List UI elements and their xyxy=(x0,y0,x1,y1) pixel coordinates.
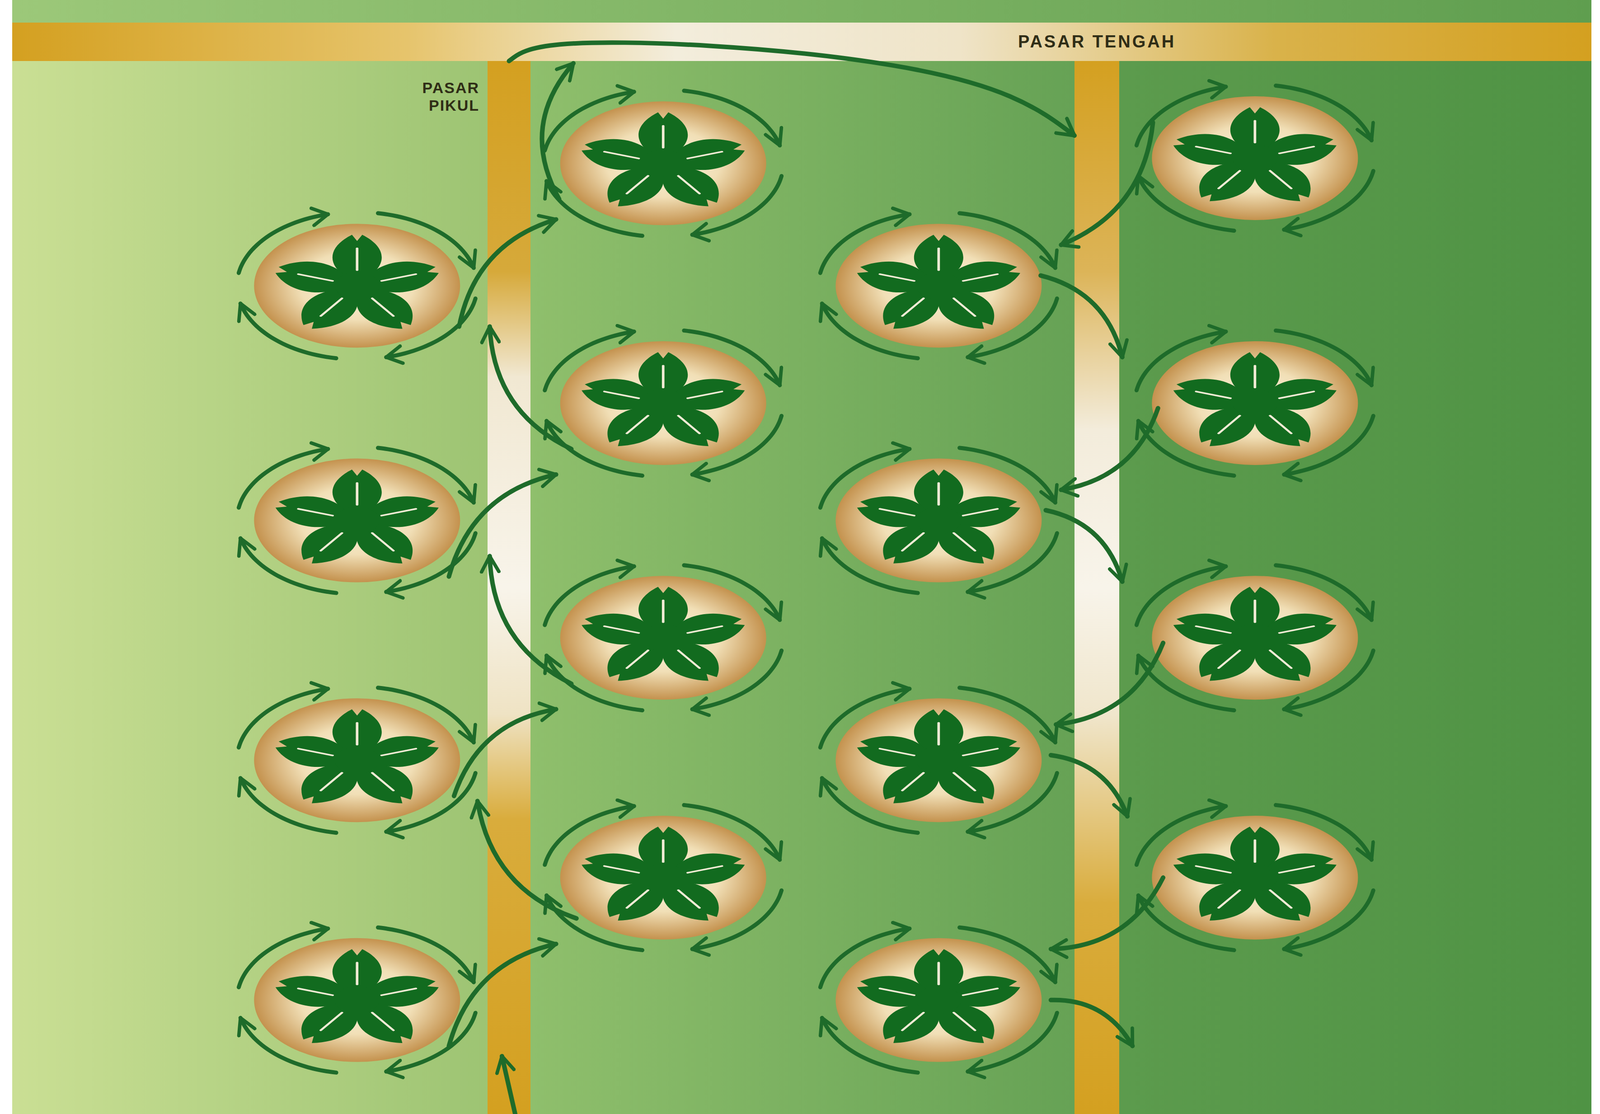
cycle-arrow xyxy=(377,687,474,743)
leaf-icon xyxy=(575,351,751,453)
leaf-icon xyxy=(269,234,445,336)
cycle-arrow xyxy=(684,330,780,385)
village-disc xyxy=(253,223,460,348)
left-ground xyxy=(12,0,488,1114)
trade-arrow xyxy=(489,556,572,684)
village-emblem xyxy=(1136,330,1374,476)
flow-connector xyxy=(509,42,1075,136)
village-disc xyxy=(253,938,460,1062)
village-disc xyxy=(1151,96,1358,221)
village-disc xyxy=(835,458,1042,583)
cycle-arrow xyxy=(1276,85,1372,141)
ground xyxy=(12,0,1592,1114)
leaf-icon xyxy=(575,826,751,928)
leaf-icon xyxy=(1167,826,1343,928)
village-emblem xyxy=(238,687,476,833)
leaf-icon xyxy=(269,709,445,811)
village-emblem xyxy=(820,213,1057,359)
village-emblem xyxy=(1136,565,1374,711)
village-disc xyxy=(1151,341,1358,465)
village-emblem xyxy=(820,927,1057,1073)
village-emblem xyxy=(1136,804,1374,950)
cycle-arrow xyxy=(684,90,780,146)
leaf-icon xyxy=(1167,107,1343,208)
village-emblem xyxy=(238,447,476,593)
trade-arrow xyxy=(449,943,557,1047)
leaf-icon xyxy=(575,586,751,688)
cycle-arrow xyxy=(1276,565,1372,620)
cycle-arrow xyxy=(377,447,474,503)
village-disc xyxy=(560,815,767,940)
cycle-arrow xyxy=(377,927,474,982)
leaf-icon xyxy=(850,948,1027,1050)
market-label: PASAR TENGAH xyxy=(1018,32,1176,52)
cycle-arrow xyxy=(959,687,1056,743)
leaf-icon xyxy=(850,469,1027,571)
trade-arrow xyxy=(454,708,557,796)
cycle-arrow xyxy=(684,565,780,620)
leaf-icon xyxy=(269,469,445,571)
leaf-icon xyxy=(850,709,1027,811)
right-ground xyxy=(1119,0,1592,1114)
trade-arrow xyxy=(1055,642,1164,725)
trade-arrow xyxy=(1051,999,1133,1047)
cycle-arrow xyxy=(684,804,780,860)
trade-arrow xyxy=(502,1055,516,1114)
village-emblem xyxy=(544,90,782,236)
trade-arrow xyxy=(1051,755,1128,817)
village-emblem xyxy=(238,213,476,359)
market-node: PASAR PIKUL xyxy=(487,60,531,1114)
village-emblem xyxy=(820,447,1057,593)
cycle-arrow xyxy=(1276,804,1372,860)
cycle-arrow xyxy=(377,213,474,268)
leaf-icon xyxy=(1167,586,1343,688)
village-disc xyxy=(1151,575,1358,700)
village-emblem xyxy=(238,927,476,1073)
leaf-icon xyxy=(850,234,1027,336)
village-disc xyxy=(253,458,460,583)
village-disc xyxy=(835,698,1042,822)
trade-arrow xyxy=(477,801,577,919)
village-emblem xyxy=(1136,85,1374,231)
trade-arrow xyxy=(489,326,572,450)
cycle-arrow xyxy=(959,447,1056,503)
middle-ground xyxy=(530,0,1075,1114)
village-emblem xyxy=(544,330,782,476)
trade-arrow xyxy=(459,219,557,327)
village-disc xyxy=(835,223,1042,348)
trade-arrow xyxy=(449,474,557,577)
market-node: PASAR TENGAH xyxy=(1074,60,1120,1114)
village-disc xyxy=(253,698,460,822)
village-emblem xyxy=(820,687,1057,833)
trade-arrow xyxy=(1060,122,1153,245)
trade-arrow xyxy=(1045,510,1122,582)
trade-arrow xyxy=(1051,877,1164,949)
village-disc xyxy=(560,575,767,700)
cycle-arrow xyxy=(959,927,1056,982)
trade-arrow xyxy=(1040,275,1123,358)
village-disc xyxy=(560,101,767,226)
leaf-icon xyxy=(575,112,751,214)
village-disc xyxy=(835,938,1042,1062)
leaf-icon xyxy=(269,948,445,1050)
trade-arrow xyxy=(541,63,574,199)
cycle-arrow xyxy=(959,213,1056,268)
village-disc xyxy=(560,341,767,465)
top-strip xyxy=(12,0,1592,23)
market-label: PASAR PIKUL xyxy=(411,79,480,115)
trade-arrow xyxy=(1060,408,1159,490)
market-bar xyxy=(1074,60,1120,1114)
cycle-arrow xyxy=(1276,330,1372,385)
leaf-icon xyxy=(1167,351,1343,453)
village-emblem xyxy=(544,804,782,950)
village-disc xyxy=(1151,815,1358,940)
village-emblem xyxy=(544,565,782,711)
